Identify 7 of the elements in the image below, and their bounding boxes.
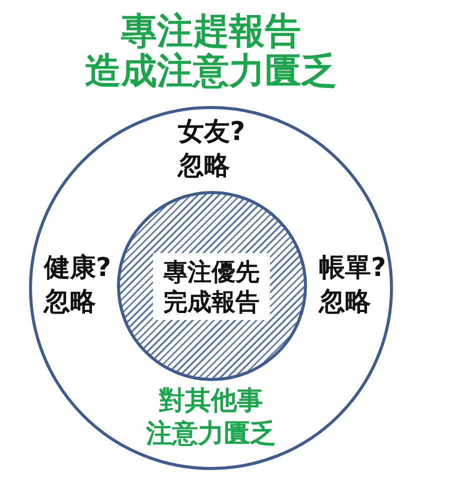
outer-circle bbox=[29, 106, 393, 470]
text-label: 帳單?忽略 bbox=[319, 252, 388, 319]
text-label: 健康?忽略 bbox=[44, 252, 112, 319]
text-label: 專注優先完成報告 bbox=[153, 253, 270, 320]
title: 專注趕報告造成注意力匱乏 bbox=[84, 12, 338, 92]
text-label: 女友?忽略 bbox=[178, 116, 246, 183]
text-label: 對其他事注意力匱乏 bbox=[144, 385, 277, 451]
